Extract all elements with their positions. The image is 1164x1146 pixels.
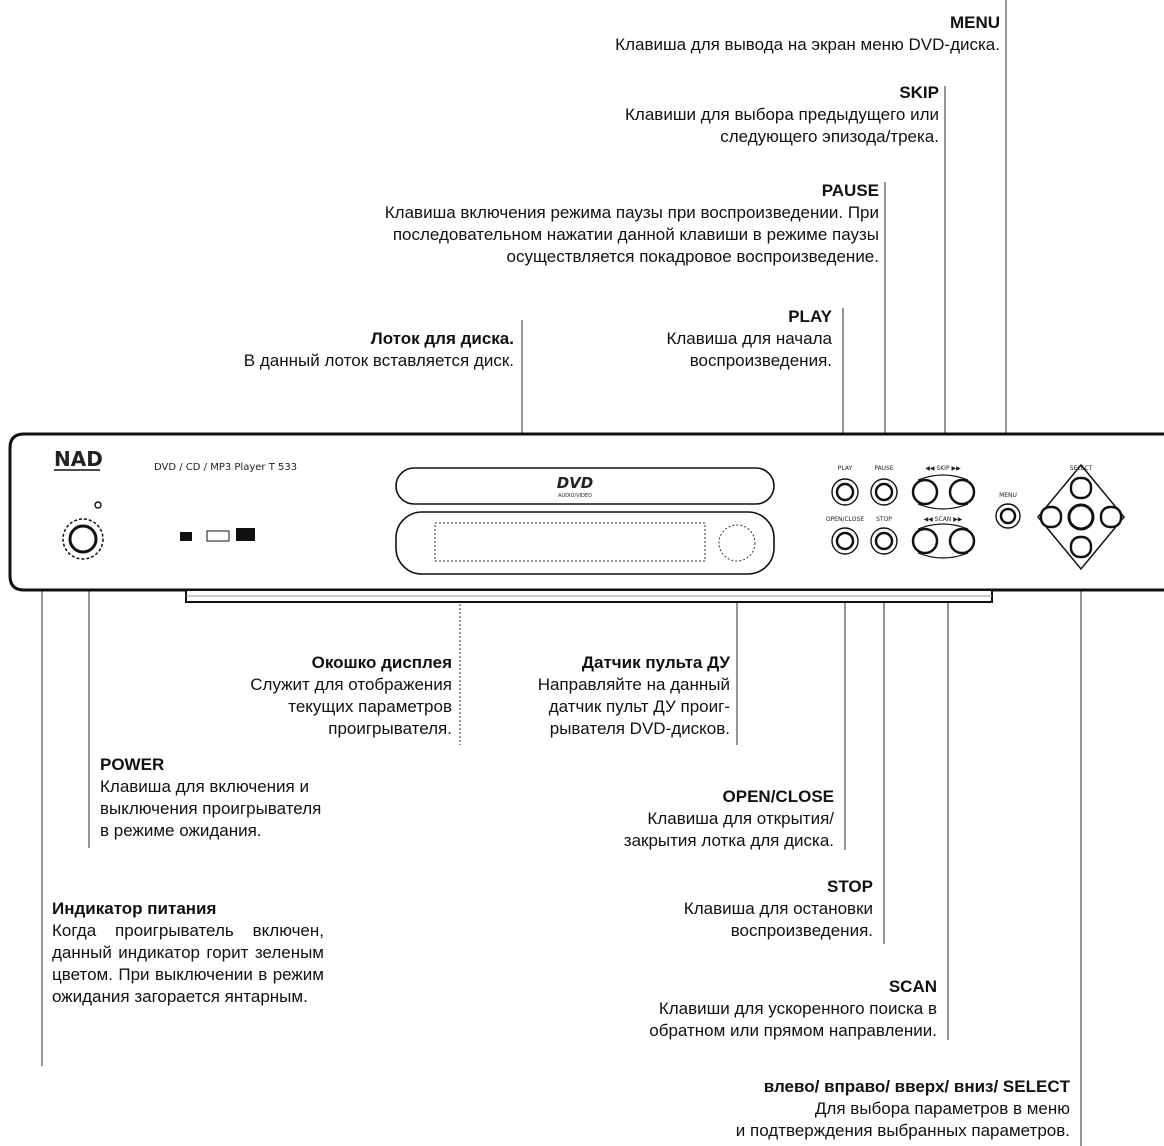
display-window [434, 522, 706, 562]
navigation-pad: SELECT [1037, 463, 1125, 571]
menu-title: MENU [949, 13, 1000, 32]
stop-desc: Клавиша для остановки воспроизведения. [683, 899, 873, 940]
nav-right-button[interactable] [1099, 505, 1123, 529]
stop-button[interactable] [870, 527, 898, 555]
select-title: влево/ вправо/ вверх/ вниз/ SELECT [763, 1077, 1070, 1096]
nav-up-button[interactable] [1069, 476, 1093, 500]
tray-desc: В данный лоток вставляется диск. [243, 351, 514, 370]
sensor-title: Датчик пульта ДУ [581, 653, 730, 672]
annotation-tray: Лоток для диска. В данный лоток вставляе… [114, 328, 514, 372]
scan-forward-button[interactable] [948, 527, 976, 555]
pause-label: PAUSE [874, 465, 894, 472]
annotation-indicator: Индикатор питания Когда проигрыватель вк… [52, 898, 324, 1008]
scan-title: SCAN [888, 977, 937, 996]
display-desc: Служит для отображения текущих параметро… [250, 675, 452, 738]
power-button[interactable] [62, 518, 104, 560]
tray-title: Лоток для диска. [370, 329, 514, 348]
nav-down-button[interactable] [1069, 535, 1093, 559]
menu-desc: Клавиша для вывода на экран меню DVD-дис… [615, 35, 1000, 54]
format-logos [180, 528, 255, 542]
annotation-display: Окошко дисплея Служит для отображения те… [152, 652, 452, 740]
annotation-scan: SCAN Клавиши для ускоренного поиска в об… [517, 976, 937, 1042]
play-title: PLAY [788, 307, 832, 326]
annotation-menu: MENU Клавиша для вывода на экран меню DV… [440, 12, 1000, 56]
play-desc: Клавиша для начала воспроизведения. [666, 329, 832, 370]
indicator-desc: Когда проигрыватель включен, данный инди… [52, 921, 324, 1006]
skip-title: SKIP [899, 83, 939, 102]
menu-label: MENU [999, 492, 1017, 499]
open-close-title: OPEN/CLOSE [722, 787, 834, 806]
annotation-power: POWER Клавиша для включения и выключения… [100, 754, 400, 842]
annotation-skip: SKIP Клавиши для выбора предыдущего или … [519, 82, 939, 148]
play-button[interactable] [831, 478, 859, 506]
sensor-desc: Направляйте на данный датчик пульт ДУ пр… [537, 675, 730, 738]
brand-logo: NAD [54, 447, 103, 471]
transport-buttons: PLAY PAUSE ◀◀ SKIP ▶▶ OPEN/CLOSE STOP ◀◀… [826, 465, 1021, 559]
power-title: POWER [100, 755, 165, 774]
display-panel [395, 511, 775, 575]
stop-label: STOP [876, 516, 892, 523]
skip-forward-button[interactable] [948, 478, 976, 506]
disc-tray[interactable]: DVD AUDIO/VIDEO [395, 467, 775, 505]
open-close-button[interactable] [831, 527, 859, 555]
pause-desc: Клавиша включения режима паузы при воспр… [384, 203, 879, 266]
power-indicator [94, 501, 102, 509]
dvd-logo: DVD [557, 474, 594, 492]
annotation-play: PLAY Клавиша для начала воспроизведения. [572, 306, 832, 372]
stop-title: STOP [827, 877, 873, 896]
menu-button[interactable] [995, 503, 1021, 529]
open-close-desc: Клавиша для открытия/ закрытия лотка для… [623, 809, 834, 850]
scan-desc: Клавиши для ускоренного поиска в обратно… [649, 999, 937, 1040]
select-button[interactable] [1067, 503, 1095, 531]
pause-button[interactable] [870, 478, 898, 506]
skip-back-button[interactable] [911, 478, 939, 506]
skip-label: ◀◀ SKIP ▶▶ [925, 465, 961, 472]
model-label: DVD / CD / MP3 Player T 533 [154, 462, 297, 473]
scan-label: ◀◀ SCAN ▶▶ [924, 516, 963, 523]
annotation-sensor: Датчик пульта ДУ Направляйте на данный д… [450, 652, 730, 740]
pause-title: PAUSE [821, 181, 879, 200]
play-label: PLAY [838, 465, 853, 472]
annotation-stop: STOP Клавиша для остановки воспроизведен… [573, 876, 873, 942]
open-close-label: OPEN/CLOSE [826, 516, 864, 523]
indicator-title: Индикатор питания [52, 899, 217, 918]
skip-desc: Клавиши для выбора предыдущего или следу… [625, 105, 939, 146]
display-title: Окошко дисплея [311, 653, 452, 672]
annotation-open-close: OPEN/CLOSE Клавиша для открытия/ закрыти… [534, 786, 834, 852]
remote-sensor [718, 524, 756, 562]
scan-back-button[interactable] [911, 527, 939, 555]
power-desc: Клавиша для включения и выключения проиг… [100, 777, 322, 840]
select-desc: Для выбора параметров в меню и подтвержд… [735, 1099, 1070, 1140]
nav-left-button[interactable] [1039, 505, 1063, 529]
annotation-pause: PAUSE Клавиша включения режима паузы при… [199, 180, 879, 268]
dvd-logo-sub: AUDIO/VIDEO [558, 493, 592, 499]
annotation-select: влево/ вправо/ вверх/ вниз/ SELECT Для в… [510, 1076, 1070, 1142]
select-label: SELECT [1070, 465, 1093, 472]
